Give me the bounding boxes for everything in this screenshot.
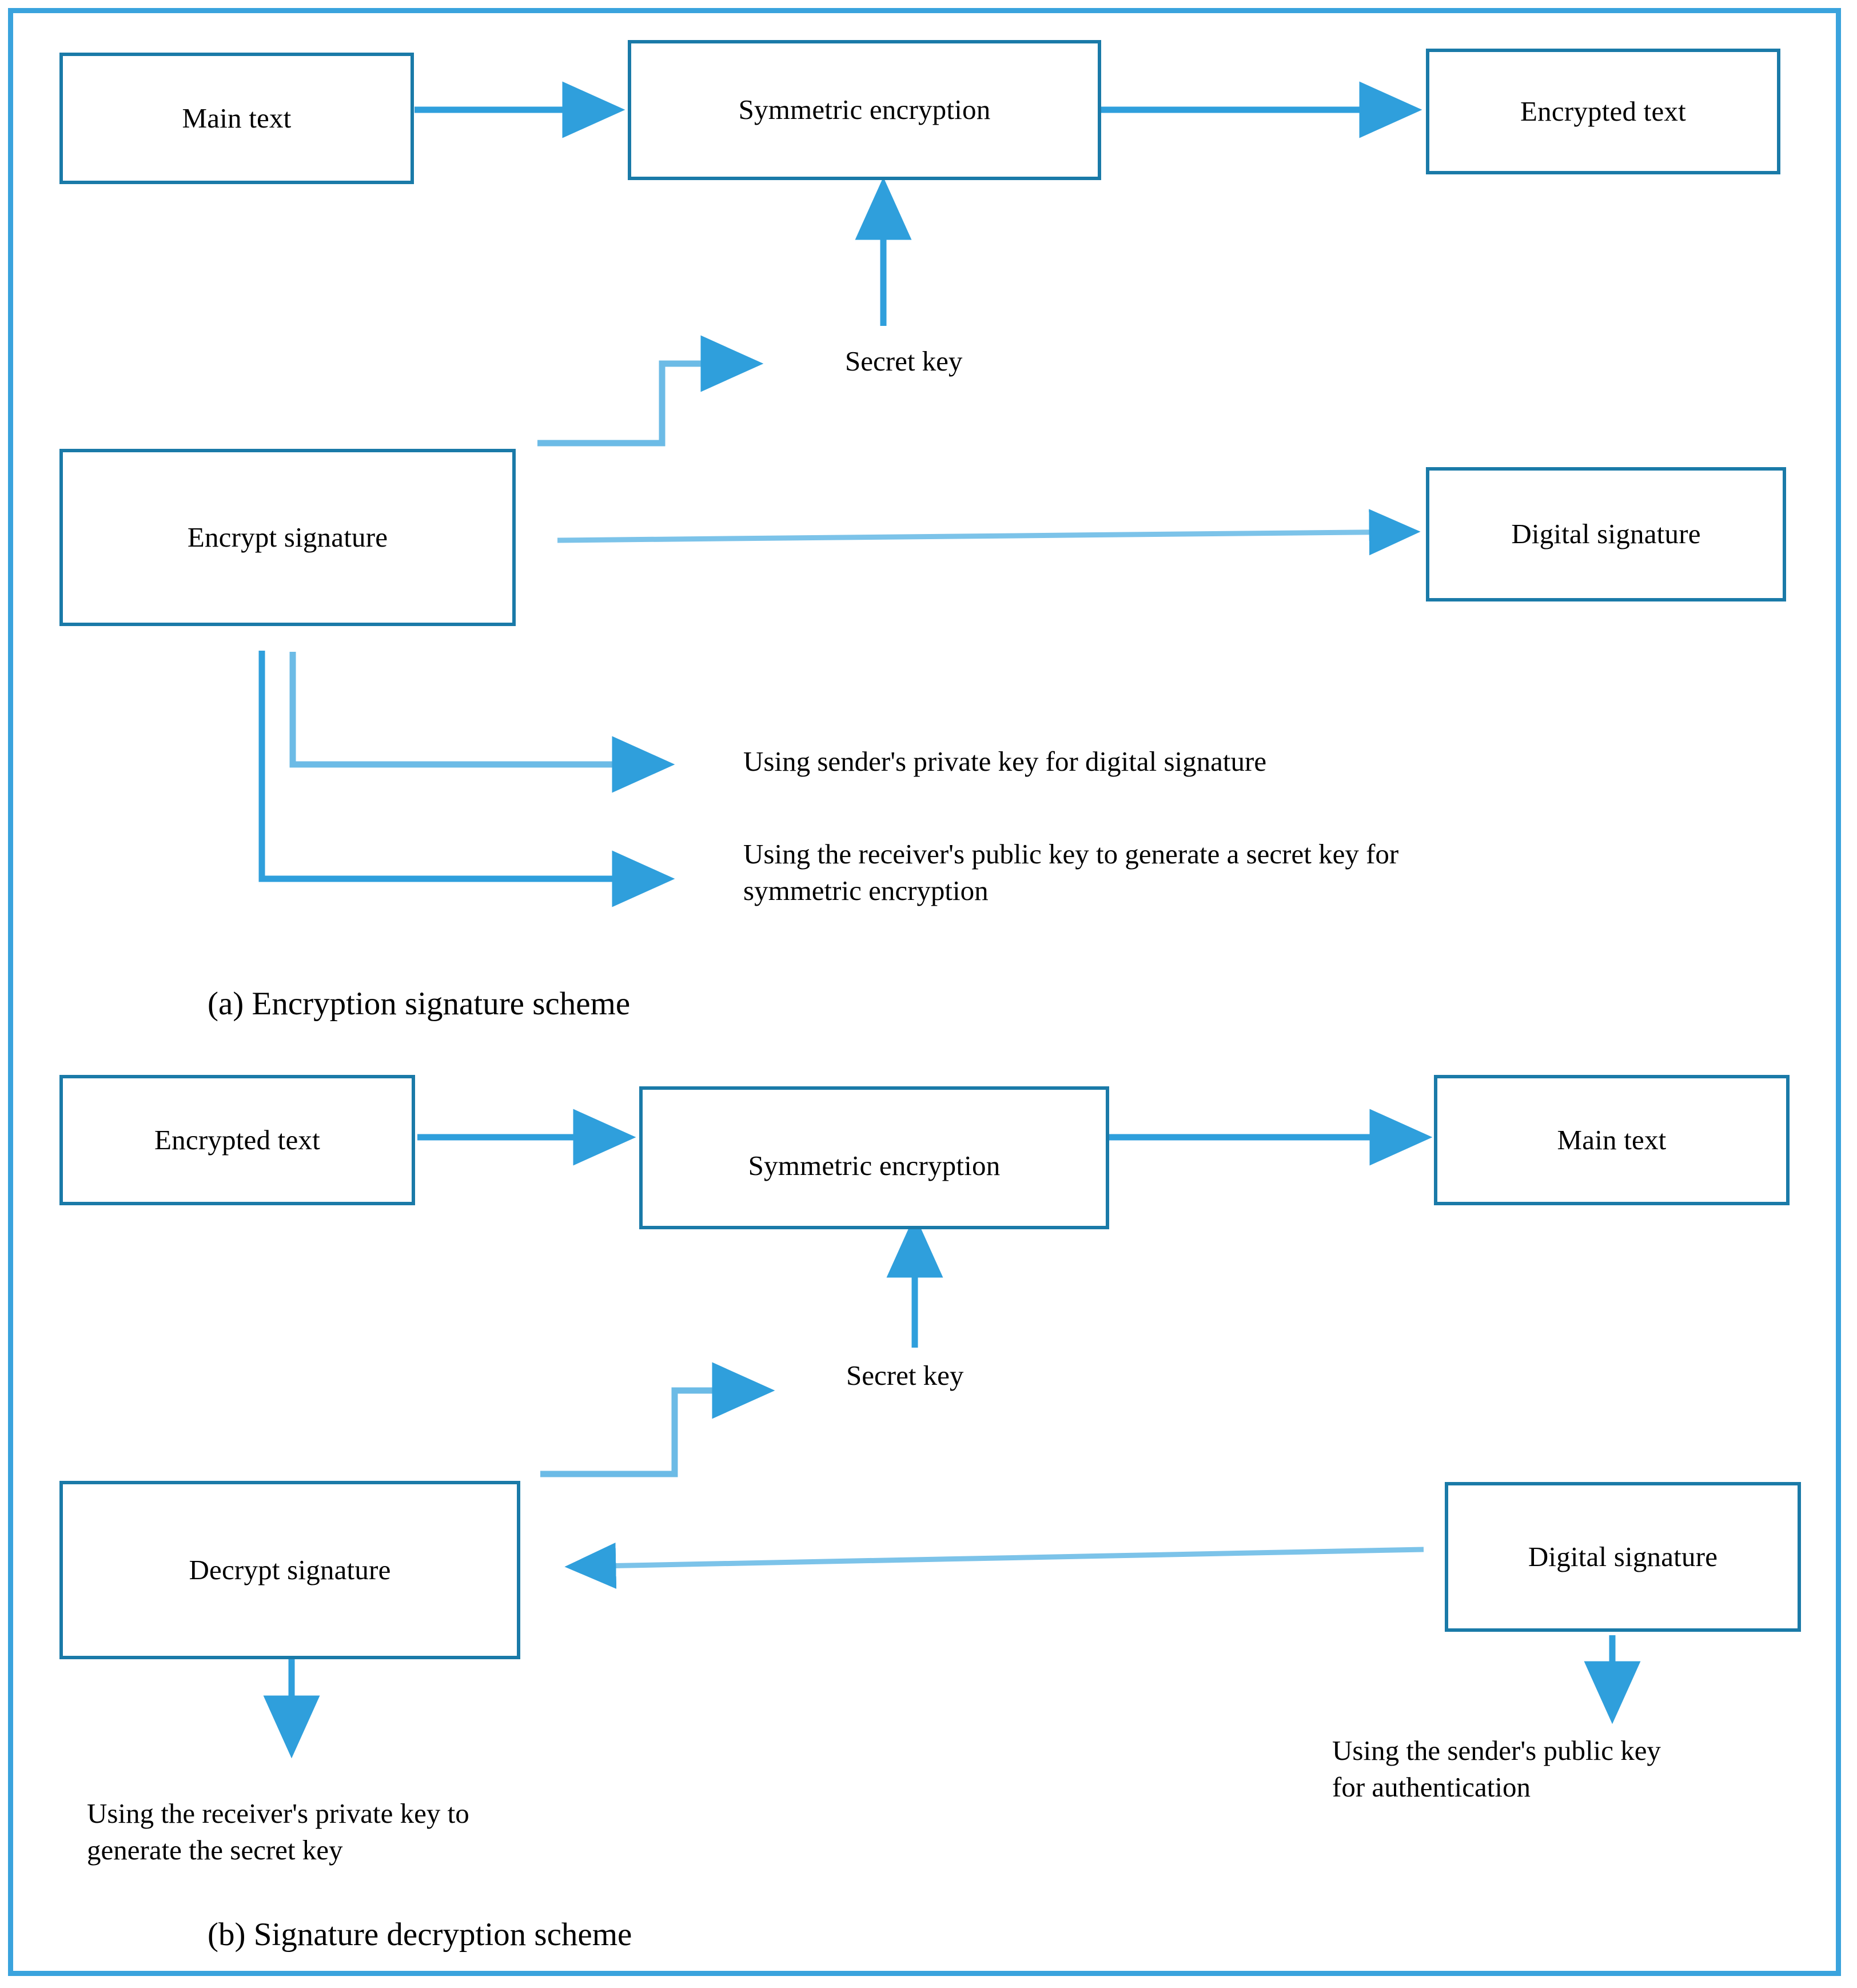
node-main-text-b[interactable]: Main text: [1434, 1075, 1790, 1205]
node-symmetric-encryption-a[interactable]: Symmetric encryption: [628, 40, 1101, 180]
caption-panel-b: (b) Signature decryption scheme: [208, 1917, 632, 1953]
node-main-text-a[interactable]: Main text: [59, 53, 414, 184]
node-label: Main text: [1557, 1124, 1667, 1156]
label-note-private-key-a: Using sender's private key for digital s…: [743, 746, 1267, 777]
node-label: Symmetric encryption: [738, 94, 991, 126]
node-label: Encrypted text: [154, 1124, 320, 1156]
node-label: Encrypted text: [1520, 95, 1686, 127]
node-encrypt-signature-a[interactable]: Encrypt signature: [59, 449, 516, 626]
node-label: Symmetric encryption: [748, 1149, 1001, 1181]
label-secret-key-b: Secret key: [846, 1360, 964, 1391]
node-digital-signature-b[interactable]: Digital signature: [1445, 1482, 1801, 1632]
caption-panel-a: (a) Encryption signature scheme: [208, 986, 631, 1022]
label-note-sender-public-b: Using the sender's public key for authen…: [1332, 1735, 1661, 1803]
node-digital-signature-a[interactable]: Digital signature: [1426, 467, 1786, 601]
node-label: Encrypt signature: [187, 521, 388, 553]
label-note-receiver-private-b: Using the receiver's private key to gene…: [87, 1798, 469, 1866]
node-label: Main text: [182, 102, 292, 134]
label-note-public-key-a: Using the receiver's public key to gener…: [743, 838, 1399, 906]
node-symmetric-encryption-b[interactable]: Symmetric encryption: [639, 1086, 1109, 1229]
node-decrypt-signature-b[interactable]: Decrypt signature: [59, 1481, 520, 1659]
label-secret-key-a: Secret key: [845, 345, 963, 377]
node-encrypted-text-b[interactable]: Encrypted text: [59, 1075, 415, 1205]
node-label: Digital signature: [1528, 1540, 1718, 1572]
node-label: Digital signature: [1511, 518, 1701, 550]
node-encrypted-text-a[interactable]: Encrypted text: [1426, 49, 1780, 174]
node-label: Decrypt signature: [189, 1553, 391, 1585]
